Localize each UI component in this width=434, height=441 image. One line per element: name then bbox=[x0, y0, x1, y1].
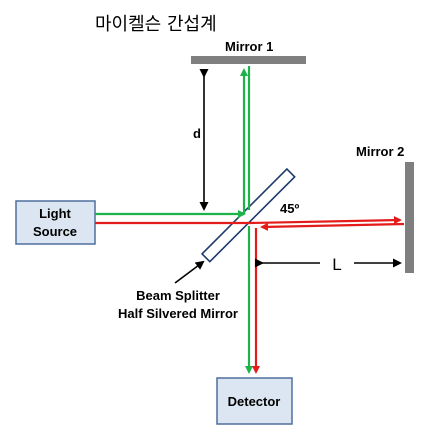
beam-splitter-label-line1: Beam Splitter bbox=[136, 288, 220, 303]
mirror-1 bbox=[191, 56, 306, 64]
light-source-box bbox=[15, 200, 96, 245]
beam-splitter-pointer-arrow bbox=[174, 260, 205, 284]
red-beam-return-from-mirror-2 bbox=[260, 222, 405, 231]
angle-label: 45º bbox=[280, 201, 299, 216]
diagram-title: 마이켈슨 간섭계 bbox=[95, 14, 217, 35]
mirror-1-label: Mirror 1 bbox=[225, 39, 273, 54]
mirror-2 bbox=[405, 162, 414, 273]
detector-box bbox=[216, 377, 293, 425]
light-source-label-line1: Light bbox=[39, 206, 71, 221]
detector-label: Detector bbox=[228, 394, 281, 409]
beam-splitter-label-line2: Half Silvered Mirror bbox=[118, 306, 238, 321]
distance-d-label: d bbox=[193, 126, 201, 141]
red-beam-to-mirror-2 bbox=[249, 216, 402, 225]
mirror-2-label: Mirror 2 bbox=[356, 144, 404, 159]
distance-L-label-bg bbox=[320, 252, 354, 274]
distance-L-label: L bbox=[332, 255, 341, 274]
light-source-label-line2: Source bbox=[33, 224, 77, 239]
